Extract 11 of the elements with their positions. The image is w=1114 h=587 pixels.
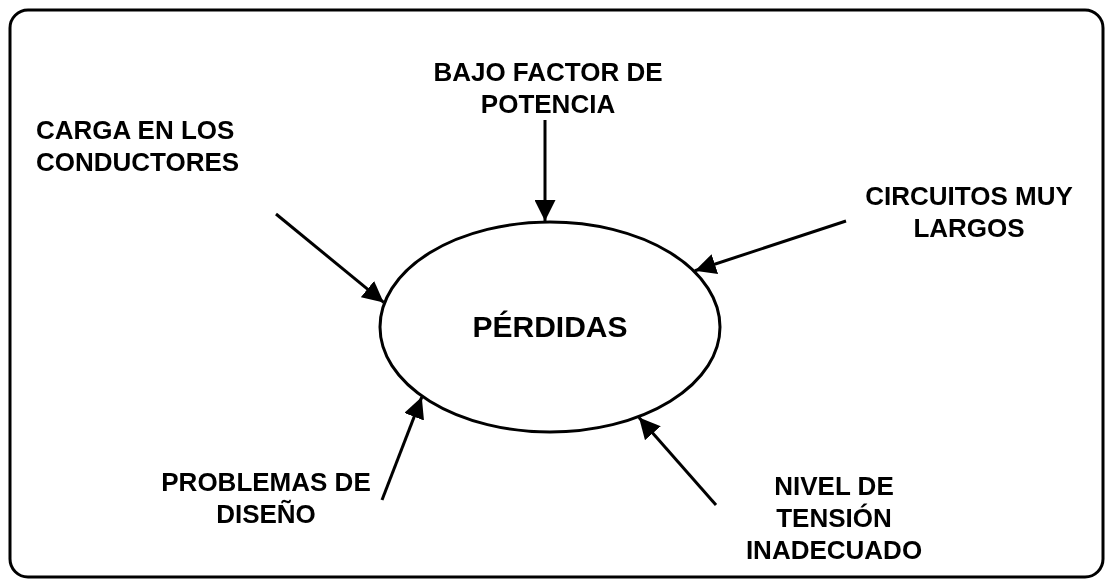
center-label: PÉRDIDAS [472,311,628,343]
cause-label: BAJO FACTOR DE POTENCIA [432,56,664,120]
cause-label: CARGA EN LOS CONDUCTORES [36,114,241,178]
arrow [637,416,718,506]
arrow [380,396,424,501]
arrow [694,219,847,275]
arrow [275,212,385,304]
cause-label: NIVEL DE TENSIÓN INADECUADO [744,470,924,566]
cause-label: CIRCUITOS MUY LARGOS [864,180,1074,244]
cause-label: PROBLEMAS DE DISEÑO [160,466,372,530]
arrow [534,120,556,222]
